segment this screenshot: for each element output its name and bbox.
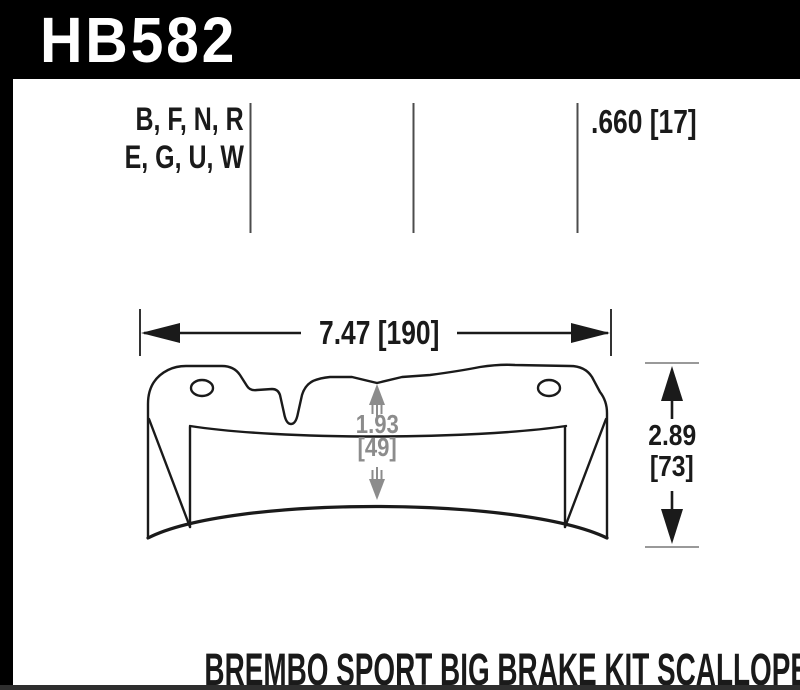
arrow-right-icon <box>571 323 610 343</box>
pad-thickness-value: .660 [17] <box>591 103 697 140</box>
friction-top-edge <box>188 424 568 438</box>
arrow-left-icon <box>141 323 180 343</box>
compound-codes-line2: E, G, U, W <box>124 139 244 175</box>
width-dimension <box>139 309 612 356</box>
backing-plate-outline <box>146 363 609 540</box>
center-height-dimension <box>369 384 385 500</box>
plate-top-outline <box>146 363 609 540</box>
overall-height-dimension <box>645 362 699 548</box>
compound-codes: B, F, N, R E, G, U, W <box>88 100 244 176</box>
left-abutment-hole <box>189 378 215 398</box>
overall-height-label: 2.89 [73] <box>647 420 696 483</box>
kit-title: BREMBO SPORT BIG BRAKE KIT SCALLOPED <box>204 644 800 690</box>
part-number: HB582 <box>40 3 238 76</box>
right-chamfer-line <box>563 417 608 529</box>
center-height-label: 1.93 [49] <box>355 409 399 462</box>
right-abutment-hole <box>536 378 562 398</box>
friction-material-lines <box>147 417 608 529</box>
width-dimension-label: 7.47 [190] <box>318 314 440 351</box>
left-chamfer-line <box>147 417 192 529</box>
bottom-edge-strip <box>0 685 800 690</box>
height-arrow-down-icon <box>661 509 683 544</box>
center-arrow-down-icon <box>369 479 385 500</box>
left-border <box>0 79 13 690</box>
height-arrow-up-icon <box>661 366 683 401</box>
center-arrow-up-icon <box>369 384 385 405</box>
pad-bottom-arc <box>146 504 609 540</box>
header-band: HB582 <box>0 0 800 79</box>
compound-codes-line1: B, F, N, R <box>135 101 244 137</box>
table-divider-lines <box>249 103 579 233</box>
